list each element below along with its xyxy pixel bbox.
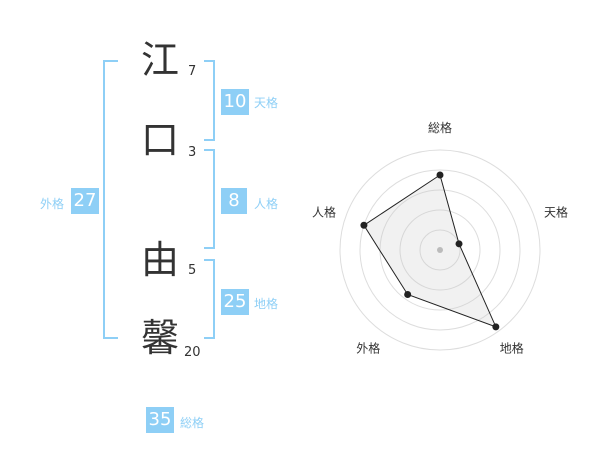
chikaku-bracket [204, 259, 215, 339]
radar-axis-label-2: 地格 [500, 341, 524, 356]
soukaku-label: 総格 [180, 416, 205, 430]
radar-center-dot [437, 247, 443, 253]
chikaku-badge: 25 [221, 289, 249, 315]
radar-polygon [363, 174, 497, 328]
jinkaku-badge: 8 [221, 188, 247, 214]
chikaku-label: 地格 [254, 297, 279, 311]
tenkaku-bracket [204, 60, 215, 141]
radar-point-0 [436, 171, 444, 179]
radar-axis-label-4: 人格 [312, 204, 336, 219]
outer-bracket [103, 60, 118, 339]
tenkaku-badge: 10 [221, 89, 249, 115]
jinkaku-label: 人格 [254, 197, 279, 211]
radar-ring-1 [419, 229, 461, 271]
stroke-count-1: 7 [188, 64, 197, 79]
radar-point-3 [404, 290, 412, 298]
stroke-count-2: 3 [188, 145, 197, 160]
stroke-count-4: 20 [184, 345, 201, 360]
gaikaku-badge: 27 [71, 188, 99, 214]
radar-ring-4 [359, 169, 521, 331]
name-char-2: 口 [140, 118, 179, 162]
tenkaku-label: 天格 [254, 96, 279, 110]
radar-axis-label-1: 天格 [544, 204, 568, 219]
radar-point-2 [492, 323, 500, 331]
jinkaku-bracket [204, 149, 215, 249]
stroke-count-3: 5 [188, 263, 197, 278]
name-char-1: 江 [140, 38, 179, 82]
radar-axis-label-3: 外格 [356, 341, 380, 356]
radar-point-1 [455, 240, 463, 248]
radar-axis-label-0: 総格 [428, 120, 452, 135]
name-char-3: 由 [140, 238, 179, 282]
radar-point-4 [360, 221, 368, 229]
gaikaku-label: 外格 [40, 197, 65, 211]
name-char-4: 馨 [140, 316, 179, 360]
soukaku-badge: 35 [146, 407, 174, 433]
radar-ring-5 [339, 149, 541, 351]
radar-ring-2 [399, 209, 481, 291]
